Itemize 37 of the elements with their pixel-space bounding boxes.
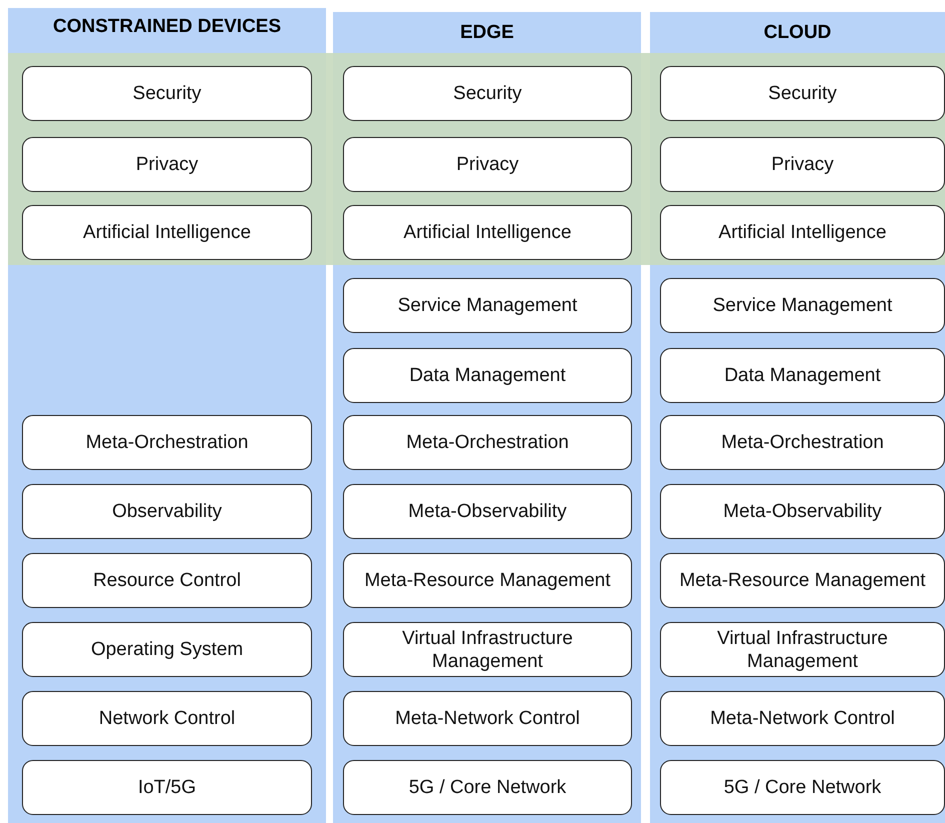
layer-box: 5G / Core Network: [660, 760, 945, 815]
column-panel: [333, 12, 641, 823]
layer-box: Observability: [22, 484, 312, 539]
layer-box: Meta-Resource Management: [660, 553, 945, 608]
layer-box: Privacy: [660, 137, 945, 192]
layer-box: Security: [343, 66, 632, 121]
layer-box: Privacy: [343, 137, 632, 192]
layer-box: Meta-Observability: [660, 484, 945, 539]
column-heading: EDGE: [459, 22, 515, 44]
layer-box: Meta-Resource Management: [343, 553, 632, 608]
column-panel: [8, 8, 326, 823]
layer-box: Security: [660, 66, 945, 121]
layer-box: Meta-Network Control: [343, 691, 632, 746]
layer-box: Artificial Intelligence: [660, 205, 945, 260]
layer-box: Virtual Infrastructure Management: [343, 622, 632, 677]
layer-box: Artificial Intelligence: [343, 205, 632, 260]
layer-box: Service Management: [343, 278, 632, 333]
layer-box: Data Management: [660, 348, 945, 403]
layer-box: Meta-Orchestration: [22, 415, 312, 470]
column-heading: CONSTRAINED DEVICES: [52, 16, 282, 38]
layer-box: Network Control: [22, 691, 312, 746]
layer-box: Resource Control: [22, 553, 312, 608]
layer-box: Data Management: [343, 348, 632, 403]
layer-box: Meta-Orchestration: [660, 415, 945, 470]
layer-box: Artificial Intelligence: [22, 205, 312, 260]
layer-box: 5G / Core Network: [343, 760, 632, 815]
column-panel: [650, 12, 945, 823]
layer-box: Security: [22, 66, 312, 121]
layer-box: IoT/5G: [22, 760, 312, 815]
layer-box: Service Management: [660, 278, 945, 333]
layer-box: Meta-Orchestration: [343, 415, 632, 470]
column-heading: CLOUD: [762, 22, 832, 44]
layer-box: Operating System: [22, 622, 312, 677]
layer-box: Meta-Observability: [343, 484, 632, 539]
layer-box: Privacy: [22, 137, 312, 192]
layer-box: Virtual Infrastructure Management: [660, 622, 945, 677]
layer-box: Meta-Network Control: [660, 691, 945, 746]
